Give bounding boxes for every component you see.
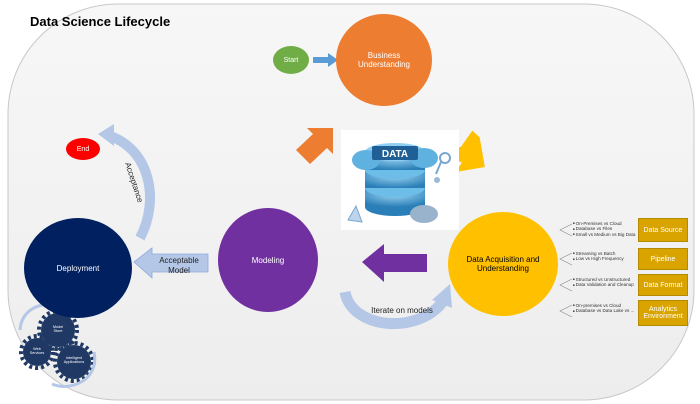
acceptable-model-arrow xyxy=(133,247,209,279)
pipeline-box: Pipeline xyxy=(638,248,688,270)
pipeline-items: Streaming vs Batch Low vs High Frequency xyxy=(573,251,643,262)
analytics-environment-items: On-premises vs Cloud Database vs Data La… xyxy=(573,303,643,314)
analytics-environment-box: Analytics Environment xyxy=(638,300,688,326)
data-cylinders-illustration xyxy=(341,130,459,230)
orange-arrow xyxy=(296,128,333,164)
data-format-items: Structured vs Unstructured Data Validati… xyxy=(573,277,643,288)
start-label: Start xyxy=(283,56,299,64)
diagram-title: Data Science Lifecycle xyxy=(30,14,171,29)
deployment-label: Deployment xyxy=(56,263,100,273)
intelligent-applications-label: Intelligent Applications xyxy=(63,356,85,365)
gears-illustration xyxy=(18,302,97,388)
data-acquisition-label: Data Acquisition and Understanding xyxy=(466,255,540,273)
start-arrow xyxy=(313,53,338,67)
data-source-box: Data Source xyxy=(638,218,688,242)
modeling-label: Modeling xyxy=(251,255,285,265)
data-acquisition-node: Data Acquisition and Understanding xyxy=(448,212,558,316)
gold-arrow xyxy=(445,130,485,173)
data-source-items: On-Premises vs Cloud Database vs Files S… xyxy=(573,221,643,237)
end-label: End xyxy=(76,145,90,153)
modeling-node: Modeling xyxy=(218,208,318,312)
iterate-arrow xyxy=(339,290,449,330)
acceptable-model-label: Acceptable Model xyxy=(159,256,199,275)
model-store-label: Model Store xyxy=(52,325,64,334)
business-understanding-label: Business Understanding xyxy=(357,51,411,69)
business-understanding-node: Business Understanding xyxy=(336,14,432,106)
source-connectors xyxy=(559,223,573,318)
web-services-label: Web Services xyxy=(29,347,45,356)
end-node: End xyxy=(66,138,100,160)
purple-arrow xyxy=(362,244,427,282)
data-image-text: DATA xyxy=(382,149,408,160)
acceptance-arrow xyxy=(108,131,155,241)
data-format-box: Data Format xyxy=(638,274,688,296)
deployment-node: Deployment xyxy=(24,218,132,318)
start-node: Start xyxy=(273,46,309,74)
iterate-label: Iterate on models xyxy=(371,306,433,315)
